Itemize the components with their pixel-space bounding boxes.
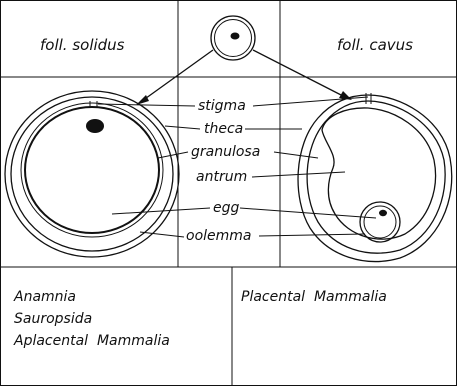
solid-nucleus [86,119,104,133]
label-antrum: antrum [196,169,247,185]
header-right: foll. cavus [337,36,413,54]
header-left: foll. solidus [40,36,125,54]
label-oolemma: oolemma [186,228,252,244]
taxa-right-1: Placental Mammalia [241,289,387,305]
label-theca: theca [204,121,243,137]
taxa-left-1: Anamnia [13,289,76,305]
solid-follicle [5,91,179,257]
taxa-left-2: Sauropsida [14,311,92,327]
label-egg: egg [213,200,240,216]
primordial-follicle [211,16,255,60]
label-stigma: stigma [198,98,246,114]
arrow-to-cavus [253,50,352,100]
cavity-follicle [298,93,452,261]
cavus-egg [360,202,400,242]
label-granulosa: granulosa [191,144,260,160]
taxa-left-3: Aplacental Mammalia [13,333,170,349]
cavus-nucleus [379,210,387,216]
